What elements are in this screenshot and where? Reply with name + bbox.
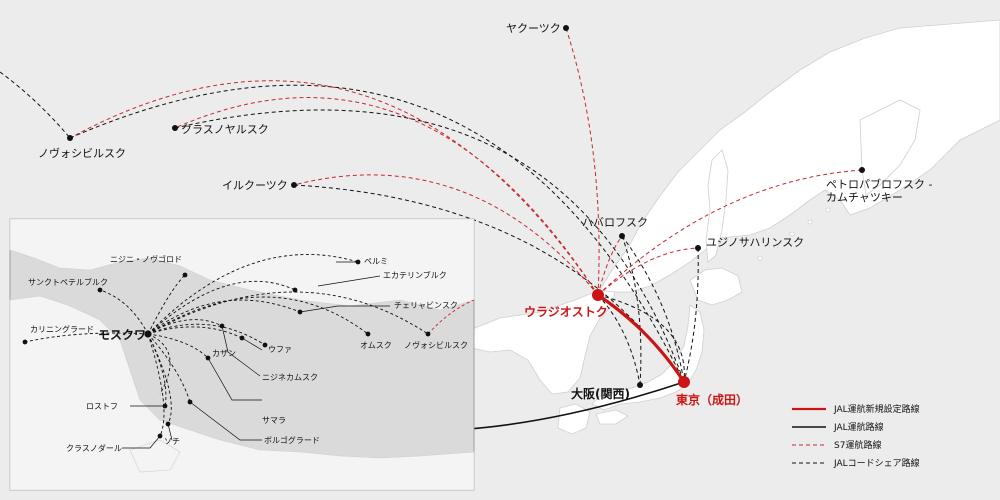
- route-codeshare-yuzhno-tokyo: [683, 247, 699, 383]
- inset-label-krasnodar: クラスノダール: [66, 443, 122, 453]
- city-dot-vladivostok: [592, 289, 604, 301]
- inset-route-moscow-sochi: [147, 333, 172, 425]
- route-codeshare-khabarovsk-tokyo: [621, 235, 685, 383]
- inset-label-yekaterinburg: エカテリンブルク: [383, 270, 447, 280]
- route-s7-vladivostok-yakutsk: [565, 27, 600, 296]
- inset-label-samara: サマラ: [262, 416, 286, 425]
- inset-route-moscow-volgograd: [147, 333, 191, 403]
- inset-krasnodar-dot: [157, 433, 163, 439]
- inset-kazan-dot: [219, 323, 225, 329]
- inset-route-moscow-samara: [147, 333, 209, 359]
- city-dot-yakutsk: [563, 25, 569, 31]
- label-petropavlovsk-1: ペトロパブロフスク -: [826, 177, 932, 191]
- inset-kaliningrad-dot: [22, 339, 28, 345]
- route-s7-vladivostok-yuzhno: [597, 247, 699, 296]
- route-codeshare-novosibirsk-big: [69, 84, 685, 383]
- inset-ufa-dot: [262, 342, 268, 348]
- label-khabarovsk: ハバロフスク: [582, 216, 648, 229]
- inset-label-volgograd: ボルゴグラード: [264, 435, 320, 445]
- label-irkutsk: イルクーツク: [222, 179, 288, 192]
- route-s7-vladivostok-khabarovsk: [597, 235, 623, 296]
- land-east-asia: [469, 19, 1000, 435]
- inset-novosibirsk-dot: [425, 331, 431, 337]
- inset-label-perm: ペルミ: [364, 257, 388, 266]
- inset-nizhny-dot: [182, 272, 188, 278]
- inset-label-kazan-visible: カザン: [212, 349, 236, 358]
- inset-route-moscow-nizhny: [147, 274, 186, 335]
- inset-label-nizhny: ニジニ・ノヴゴロド: [110, 254, 182, 264]
- inset-omsk-dot: [365, 331, 371, 337]
- inset-route-moscow-stpetersburg: [99, 289, 149, 335]
- label-osaka: 大阪(関西): [571, 386, 630, 401]
- inset-samara-dot: [205, 355, 211, 361]
- route-s7-vladivostok-krasnoyarsk: [174, 97, 599, 296]
- inset-yekaterinburg-dot: [292, 287, 298, 293]
- city-dot-petropavlovsk: [859, 167, 865, 173]
- label-krasnoyarsk: クラスノヤルスク: [181, 123, 269, 136]
- legend-new: JAL運航新規設定路線: [833, 403, 920, 415]
- route-s7-vladivostok-irkutsk: [293, 174, 599, 296]
- inset-route-moscow-inset5: [147, 333, 171, 395]
- inset-nizhnekamsk-dot: [239, 335, 245, 341]
- label-vladivostok: ウラジオストク: [524, 305, 608, 319]
- legend: JAL運航新規設定路線 JAL運航路線 S7運航路線 JALコードシェア路線: [792, 403, 920, 469]
- city-dot-tokyo: [678, 376, 690, 388]
- inset-moscow-dot: [144, 330, 152, 338]
- inset-label-stpetersburg: サンクトペテルブルク: [28, 277, 108, 287]
- inset-label-chelyabinsk: チェリャビンスク: [394, 301, 458, 310]
- label-yakutsk: ヤクーツク: [506, 22, 561, 35]
- city-dot-krasnoyarsk: [172, 125, 178, 131]
- inset-sochi-dot: [165, 421, 171, 427]
- route-codeshare-offmap-novosibirsk: [0, 71, 71, 139]
- inset-volgograd-dot: [187, 399, 193, 405]
- legend-codeshare: JALコードシェア路線: [833, 457, 920, 469]
- legend-jal: JAL運航路線: [833, 421, 884, 433]
- inset-stpetersburg-dot: [97, 287, 103, 293]
- city-dot-irkutsk: [291, 182, 297, 188]
- inset-label-moscow: モスクワ: [98, 328, 146, 342]
- inset-label-sochi: ソチ: [164, 437, 180, 446]
- legend-s7: S7運航路線: [834, 439, 881, 451]
- label-novosibirsk: ノヴォシビルスク: [38, 146, 126, 160]
- inset-panel: モスクワ ペルミ ニジニ・ノヴゴロド エカテリンブルク サンクトペテルブルク チ…: [9, 218, 475, 491]
- inset-route-moscow-perm: [147, 254, 359, 335]
- inset-label-ufa: ウファ: [268, 345, 292, 354]
- city-dot-osaka: [637, 382, 643, 388]
- route-codeshare-krasnoyarsk-tokyo: [174, 109, 685, 383]
- label-petropavlovsk-2: カムチャツキー: [826, 191, 903, 204]
- inset-perm-dot: [355, 259, 361, 265]
- label-tokyo: 東京（成田）: [676, 392, 748, 407]
- route-jal-new-vladivostok-tokyo: [597, 293, 686, 383]
- inset-label-nizhnekamsk: ニジネカムスク: [262, 373, 318, 382]
- city-dot-novosibirsk: [67, 135, 73, 141]
- label-yuzhno: ユジノサハリンスク: [706, 236, 804, 249]
- inset-route-moscow-ufa: [147, 323, 266, 346]
- inset-rostov-dot: [162, 403, 168, 409]
- inset-label-rostov: ロストフ: [86, 402, 118, 411]
- inset-route-s7-novosibirsk: [427, 299, 475, 335]
- inset-label-omsk: オムスク: [360, 341, 392, 350]
- route-codeshare-osaka-vladivostok: [597, 294, 641, 386]
- inset-label-novosibirsk: ノヴォシビルスク: [404, 340, 468, 350]
- inset-route-moscow-nizhnekamsk: [147, 326, 243, 339]
- inset-route-moscow-omsk: [147, 296, 369, 335]
- city-dot-khabarovsk: [619, 233, 625, 239]
- route-s7-vladivostok-petropavlovsk: [597, 169, 863, 296]
- inset-label-kaliningrad: カリニングラード: [30, 324, 94, 334]
- city-dot-yuzhno: [695, 245, 701, 251]
- route-codeshare-khabarovsk-osaka: [621, 235, 642, 386]
- inset-chelyabinsk-dot: [297, 309, 303, 315]
- inset-route-moscow-kaliningrad: [24, 332, 149, 343]
- route-codeshare-vladivostok-tokyo-b: [597, 294, 685, 383]
